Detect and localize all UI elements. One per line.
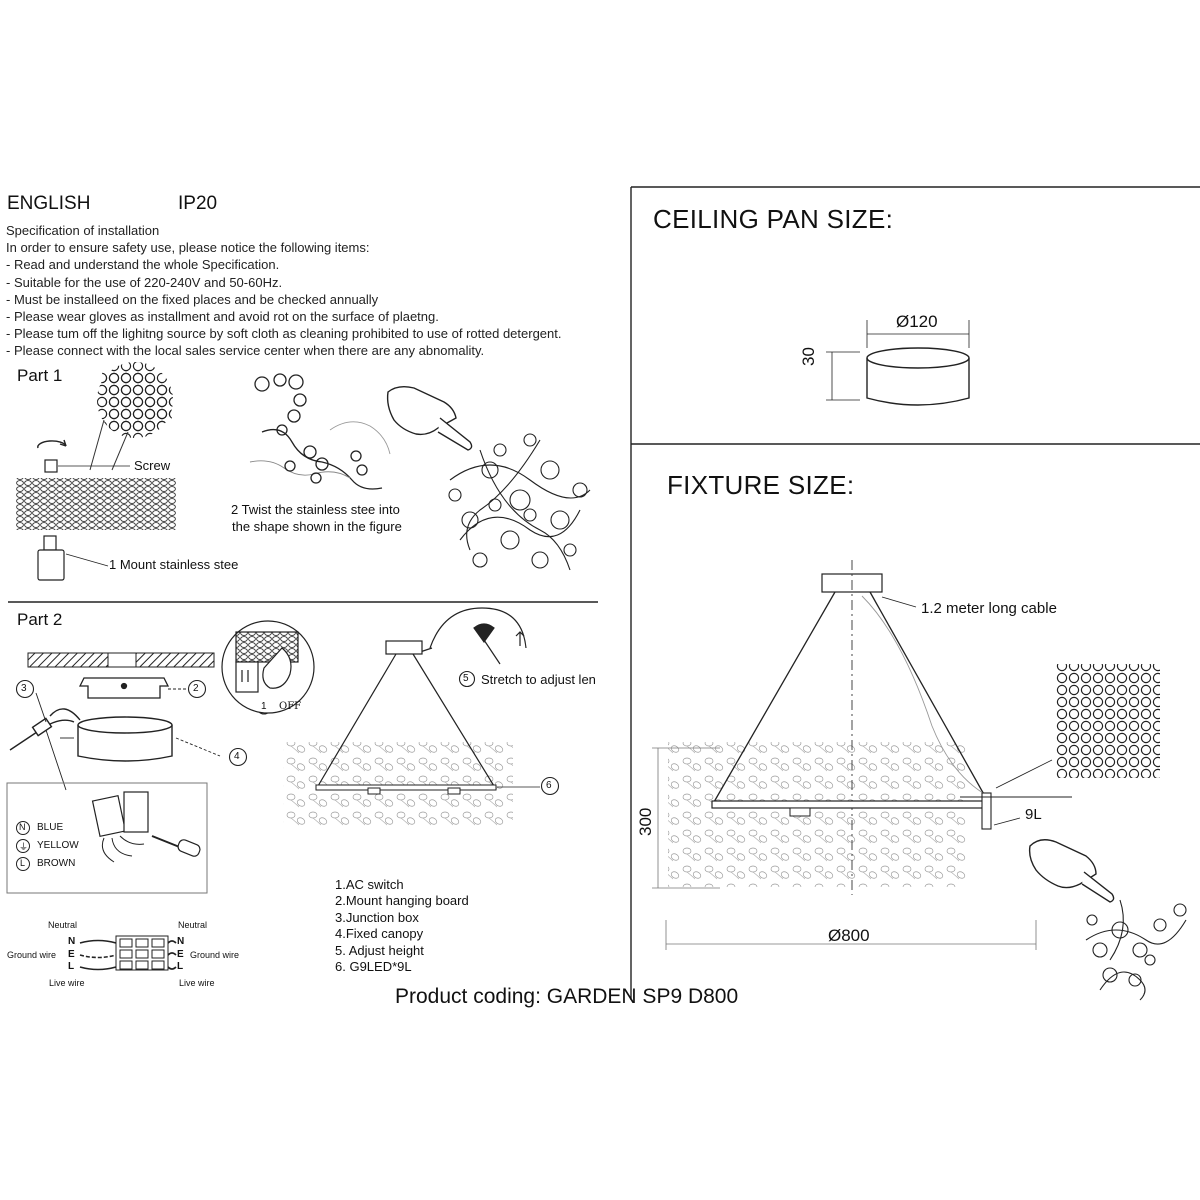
part1-title: Part 1 xyxy=(17,366,63,385)
live-label-right: Live wire xyxy=(179,978,215,988)
legend-item: 6. G9LED*9L xyxy=(335,959,412,975)
spec-item: - Please connect with the local sales se… xyxy=(6,343,485,359)
screw-icon xyxy=(44,459,130,473)
rotate-arrow-icon xyxy=(37,439,67,449)
part2-title: Part 2 xyxy=(17,610,63,629)
screwdriver-icon xyxy=(151,835,201,857)
connector-icon xyxy=(37,535,109,581)
fixture-height: 300 xyxy=(636,808,656,836)
wire-label-blue: BLUE xyxy=(37,822,64,833)
lamp-count: 9L xyxy=(1025,806,1042,823)
fixture-title: FIXTURE SIZE: xyxy=(667,470,855,500)
spec-block: Specification of installation In order t… xyxy=(6,222,561,360)
spec-title: Specification of installation xyxy=(6,223,160,238)
legend-item: 1.AC switch xyxy=(335,877,404,892)
switch-number: 1 xyxy=(261,701,267,712)
fixture-height-value: 300 xyxy=(636,807,655,836)
stretch-bubble xyxy=(419,607,527,665)
legend-item: 5. Adjust height xyxy=(335,942,424,958)
fixture-drawing xyxy=(652,560,1072,950)
wire-label-brown: BROWN xyxy=(37,858,76,869)
pendant-small-illustration xyxy=(283,640,540,828)
ceiling-height-value: 30 xyxy=(799,347,818,366)
step1-caption: 1 Mount stainless stee xyxy=(109,557,239,572)
terminal-block xyxy=(115,935,169,971)
terminal-n-left: N xyxy=(68,936,76,947)
hanging-board-illustration xyxy=(78,677,170,699)
callout-4: 4 xyxy=(234,751,240,762)
terminal-l-right: L xyxy=(177,961,184,972)
callout-2: 2 xyxy=(193,683,199,694)
wire-symbol-ground: ⏚ xyxy=(19,842,29,852)
mesh-sheet-illustration xyxy=(16,362,176,530)
callout-5: 5 xyxy=(463,673,469,684)
neutral-label-right: Neutral xyxy=(178,920,208,930)
hand-pointer-icon xyxy=(386,385,473,451)
live-label-left: Live wire xyxy=(49,978,85,988)
ceiling-hatch xyxy=(27,652,215,668)
screw-label: Screw xyxy=(134,458,171,473)
step2-caption-line1: 2 Twist the stainless stee into xyxy=(231,502,400,517)
stretch-caption: Stretch to adjust len xyxy=(481,672,596,687)
terminal-l-left: L xyxy=(68,961,75,972)
legend-item: 2.Mount hanging board xyxy=(335,893,469,909)
fixture-diameter: Ø800 xyxy=(828,926,870,945)
canopy-illustration xyxy=(77,716,173,762)
wire-cluster-right xyxy=(1085,899,1187,1001)
wire-symbol-l: L xyxy=(20,858,26,868)
terminal-n-right: N xyxy=(177,936,185,947)
neutral-label-left: Neutral xyxy=(48,920,78,930)
spec-item: - Must be installeed on the fixed places… xyxy=(6,291,379,307)
wiring-box xyxy=(6,782,208,894)
switch-off-label: OFF xyxy=(279,701,302,712)
wire-label-yellow: YELLOW xyxy=(37,840,79,851)
spec-item: - Suitable for the use of 220-240V and 5… xyxy=(6,274,283,290)
terminal-wires xyxy=(79,939,177,971)
legend-item: 4.Fixed canopy xyxy=(335,926,424,942)
twist-wire-illustration xyxy=(249,373,391,490)
cable-label: 1.2 meter long cable xyxy=(921,600,1057,617)
tangled-wire-cluster xyxy=(448,433,591,571)
switch-bubble xyxy=(221,620,315,714)
terminal-e-right: E xyxy=(177,949,184,960)
ceiling-pan-title: CEILING PAN SIZE: xyxy=(653,204,894,234)
callout-leaders xyxy=(35,688,221,757)
mesh-detail-square xyxy=(1056,664,1160,778)
spec-item: - Please wear gloves as installment and … xyxy=(6,309,439,325)
ground-label-right: Ground wire xyxy=(190,950,240,960)
spec-item: - Please tum off the lighitng source by … xyxy=(6,326,562,342)
callout-3: 3 xyxy=(21,683,27,694)
junction-wire-illustration xyxy=(9,708,81,791)
ceiling-height: 30 xyxy=(799,347,819,366)
parts-legend: 1.AC switch 2.Mount hanging board 3.Junc… xyxy=(335,877,469,975)
panel-borders xyxy=(8,186,1200,1000)
step2-caption-line2: the shape shown in the figure xyxy=(232,519,402,534)
callout-6: 6 xyxy=(546,780,552,791)
wire-symbol-n: N xyxy=(19,822,26,832)
legend-item: 3.Junction box xyxy=(335,909,419,925)
product-coding: Product coding: GARDEN SP9 D800 xyxy=(395,985,739,1008)
spec-item: - Read and understand the whole Specific… xyxy=(6,257,280,273)
language-label: ENGLISH xyxy=(7,193,91,214)
ceiling-diameter: Ø120 xyxy=(896,312,938,331)
spec-intro: In order to ensure safety use, please no… xyxy=(6,240,370,256)
ip-rating: IP20 xyxy=(178,193,218,214)
ceiling-pan-drawing xyxy=(826,320,970,406)
terminal-e-left: E xyxy=(68,949,75,960)
ground-label-left: Ground wire xyxy=(7,950,57,960)
hand-pointer-icon-right xyxy=(1028,839,1115,903)
